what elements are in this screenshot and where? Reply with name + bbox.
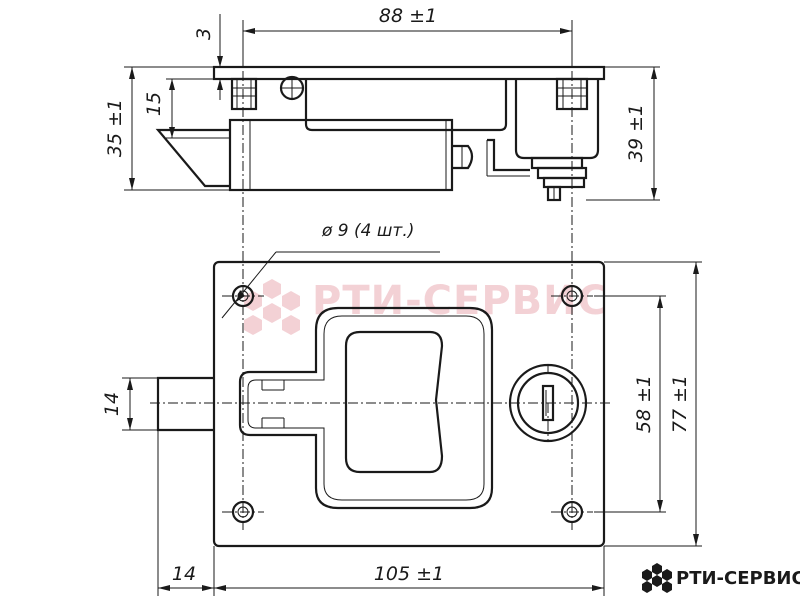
side-view-cam-3 bbox=[542, 176, 586, 189]
mounting-hole-top-right bbox=[560, 284, 584, 308]
dim-top-width: 88 ±1 bbox=[379, 5, 437, 27]
front-view-lock-cylinder bbox=[508, 363, 588, 443]
dim-side-height-left: 35 ±1 bbox=[104, 99, 126, 157]
side-view bbox=[155, 65, 606, 202]
front-view-base-plate bbox=[212, 260, 606, 548]
hole-note-leader bbox=[221, 251, 277, 319]
dim-inner-height: 58 ±1 bbox=[633, 375, 655, 433]
side-view-cam-1 bbox=[530, 156, 584, 170]
front-view-dimensions: ø 9 (4 шт.) 14 58 ±1 77 ±1 14 bbox=[101, 221, 702, 596]
mounting-hole-bottom-right bbox=[560, 500, 584, 524]
front-view-finger-recess bbox=[344, 330, 444, 474]
dim-total-height: 77 ±1 bbox=[669, 375, 691, 433]
front-view-handle-inner bbox=[247, 315, 485, 501]
brand-logo: РТИ-СЕРВИС bbox=[642, 563, 800, 593]
side-view-top-plate bbox=[212, 65, 606, 81]
front-view-bolt bbox=[156, 376, 214, 432]
side-view-handle-pocket bbox=[304, 79, 508, 132]
dim-bolt-length: 14 bbox=[172, 563, 196, 585]
side-view-latch-housing bbox=[228, 118, 454, 192]
dim-side-height-right: 39 ±1 bbox=[625, 104, 647, 162]
mounting-hole-bottom-left bbox=[231, 500, 255, 524]
front-view bbox=[156, 260, 606, 548]
brand-logo-text: РТИ-СЕРВИС bbox=[676, 568, 800, 589]
brand-hex-icon bbox=[642, 563, 672, 593]
side-view-cam-rod bbox=[487, 138, 530, 172]
watermark-hex-logo bbox=[244, 279, 300, 335]
side-view-left-boss bbox=[230, 77, 258, 111]
side-view-bolt-wedge bbox=[155, 128, 230, 188]
dim-plate-thickness: 3 bbox=[193, 28, 215, 40]
watermark: РТИ-СЕРВИС bbox=[244, 278, 607, 335]
side-view-stub bbox=[452, 144, 474, 170]
hole-note: ø 9 (4 шт.) bbox=[321, 221, 414, 241]
side-view-cam-2 bbox=[536, 166, 588, 180]
side-view-dimensions: 88 ±1 3 35 ±1 15 39 ±1 bbox=[104, 5, 660, 201]
front-view-handle-outer bbox=[238, 306, 494, 510]
dim-bolt-width: 14 bbox=[101, 392, 123, 416]
dim-total-width: 105 ±1 bbox=[374, 563, 444, 585]
dim-side-depth: 15 bbox=[143, 92, 165, 116]
